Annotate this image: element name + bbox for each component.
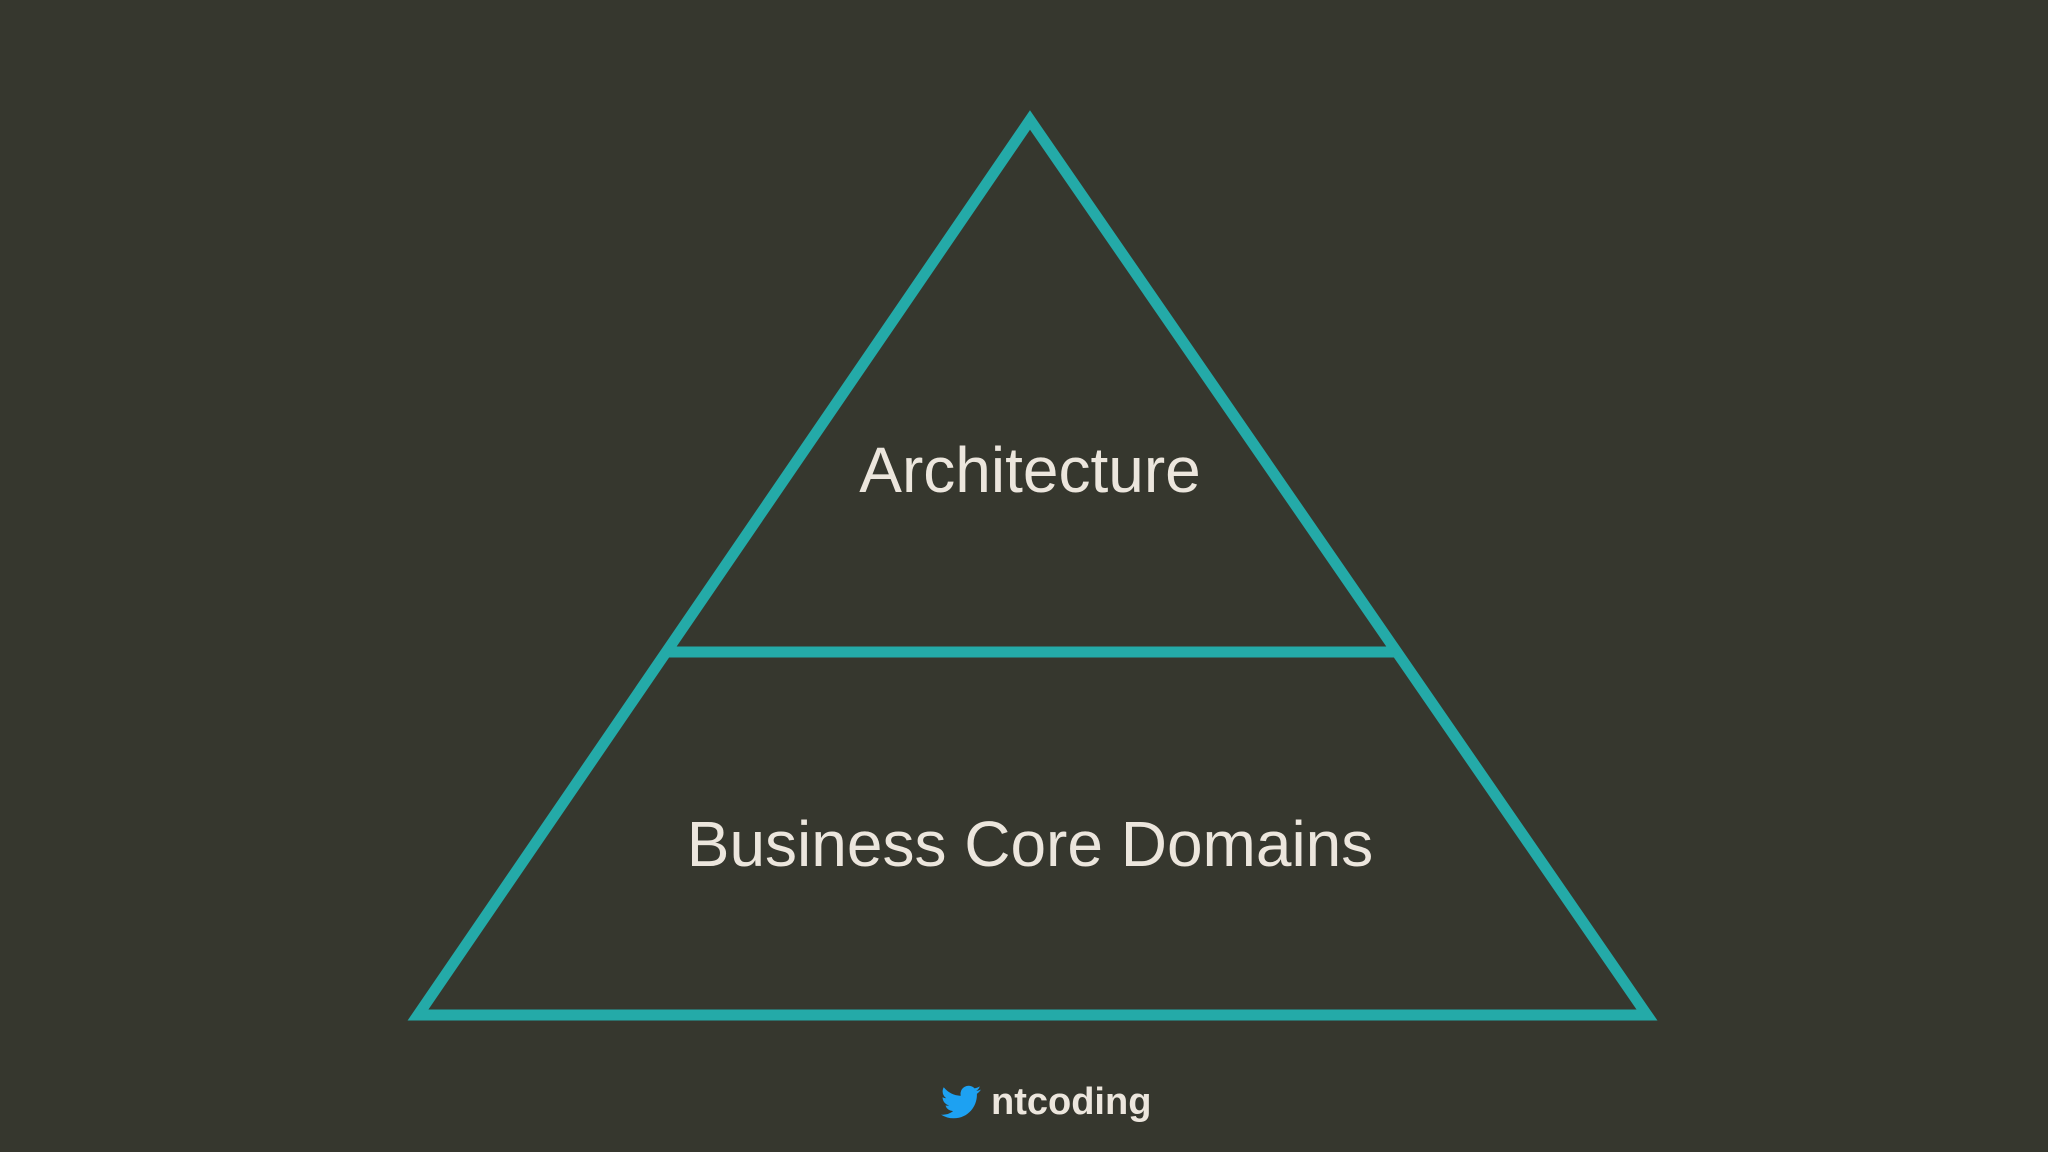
pyramid-bottom-label: Business Core Domains: [687, 808, 1374, 880]
pyramid-top-label: Architecture: [859, 434, 1200, 506]
twitter-bird-icon: [941, 1085, 981, 1119]
twitter-handle-text[interactable]: ntcoding: [991, 1081, 1152, 1123]
pyramid-outline: [407, 110, 1658, 1021]
twitter-handle[interactable]: ntcoding: [939, 1078, 1151, 1126]
